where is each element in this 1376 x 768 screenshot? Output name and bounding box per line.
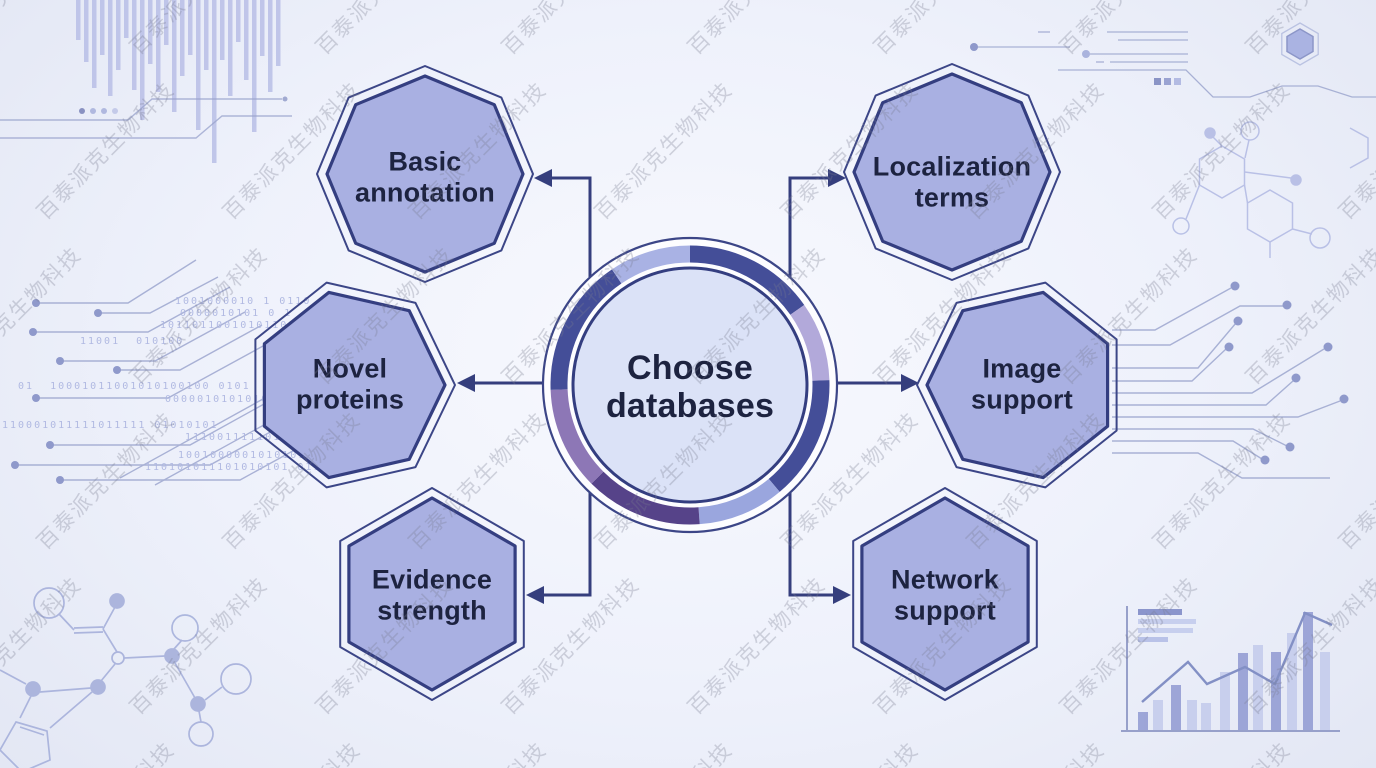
center-circle	[571, 266, 809, 504]
molecule-right	[1172, 121, 1369, 258]
arrowhead-icon	[901, 374, 919, 392]
center-node-label: Choose databases	[605, 348, 775, 425]
center-hub	[541, 236, 839, 534]
arrowhead-icon	[457, 374, 475, 392]
connector-top-right	[788, 176, 831, 277]
node-network-support-outline	[852, 487, 1038, 701]
node-image-support-outline	[916, 281, 1118, 489]
connectors	[473, 176, 901, 597]
node-label-basic-annotation: Basic annotation	[355, 146, 495, 208]
circuit-right	[1112, 287, 1341, 479]
hexagon-chip-icon	[1281, 22, 1319, 66]
node-label-evidence-strength: Evidence strength	[371, 564, 493, 626]
connector-bottom-left	[542, 493, 592, 597]
arrowhead-icon	[833, 586, 851, 604]
circuit-topright	[977, 31, 1376, 98]
connector-bottom-right	[788, 493, 833, 597]
node-basic-annotation-shape	[325, 74, 525, 274]
circuit-right-dots	[1224, 281, 1349, 465]
arrowhead-icon	[526, 586, 544, 604]
nodes	[254, 63, 1118, 701]
molecule-bottomleft	[0, 587, 252, 768]
node-label-image-support: Image support	[971, 353, 1073, 415]
segmented-ring	[550, 245, 830, 525]
connector-top-left	[549, 176, 592, 277]
node-image-support-shape	[925, 290, 1110, 480]
node-evidence-strength-shape	[347, 496, 517, 692]
node-novel-proteins-shape	[262, 290, 447, 480]
center-outer-circle	[541, 236, 839, 534]
node-evidence-strength-outline	[339, 487, 525, 701]
node-label-localization-terms: Localization terms	[872, 151, 1032, 213]
arrowhead-icon	[534, 169, 552, 187]
circuit-left-dots	[11, 299, 121, 484]
dots-topleft	[79, 96, 288, 114]
circuit-topleft	[0, 98, 292, 139]
node-basic-annotation-outline	[316, 65, 534, 283]
node-novel-proteins-outline	[254, 281, 456, 489]
barcode-decoration	[76, 0, 281, 163]
circuit-topright-dots	[970, 43, 1181, 85]
chart-decoration	[1121, 606, 1340, 732]
node-label-network-support: Network support	[891, 564, 999, 626]
node-network-support-shape	[860, 496, 1030, 692]
arrowhead-icon	[828, 169, 846, 187]
node-label-novel-proteins: Novel proteins	[295, 353, 405, 415]
node-localization-terms-outline	[843, 63, 1061, 281]
node-localization-terms-shape	[852, 72, 1052, 272]
connector-arrowheads	[457, 169, 919, 604]
